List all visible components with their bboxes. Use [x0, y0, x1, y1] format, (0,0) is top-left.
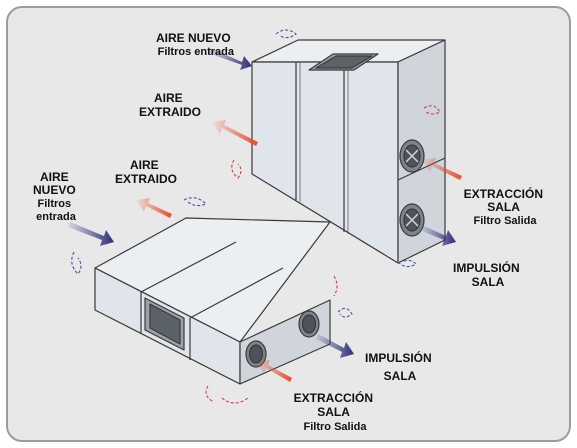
bottom-room-supply-label: IMPULSIÓN SALA — [365, 350, 435, 383]
bottom-supply-arrow — [316, 334, 354, 358]
top-extraction-arrow — [422, 158, 462, 180]
top-fresh-air-label: AIRE NUEVO Filtros entrada — [156, 31, 235, 58]
bottom-unit-supply-fan — [298, 310, 320, 338]
swirl-bottom-red-bottom-icon — [221, 397, 249, 404]
bottom-unit-extraction-fan — [245, 340, 267, 368]
top-exhaust-arrow — [212, 120, 258, 146]
swirl-top-right-red-icon — [423, 105, 441, 115]
top-room-supply-label: IMPULSIÓN SALA — [453, 260, 523, 289]
swirl-top-left-red-icon — [231, 159, 242, 179]
top-exhaust-label: AIRE EXTRAIDO — [139, 91, 201, 119]
bottom-exhaust-label: AIRE EXTRAIDO — [115, 158, 177, 186]
top-air-handling-unit — [251, 39, 446, 264]
top-supply-arrow — [422, 226, 456, 246]
bottom-exhaust-arrow — [136, 198, 172, 218]
swirl-bottom-left-blue-icon — [71, 251, 82, 275]
top-room-extraction-label: EXTRACCIÓN SALA Filtro Salida — [464, 186, 547, 227]
bottom-fresh-air-label: AIRE NUEVO Filtros entrada — [33, 170, 79, 223]
bottom-fresh-air-arrow — [68, 222, 114, 246]
top-unit-extraction-fan — [399, 139, 425, 173]
swirl-top-blue-icon — [275, 29, 297, 39]
swirl-bottom-red-top-icon — [333, 275, 338, 297]
top-fresh-air-arrow — [208, 48, 252, 70]
swirl-bottom-red-left-icon — [205, 385, 215, 403]
swirl-bottom-right-blue-icon — [337, 307, 353, 318]
swirl-top-bottom-blue-icon — [397, 259, 417, 268]
bottom-air-handling-unit — [94, 217, 331, 385]
swirl-bottom-blue-top-icon — [183, 197, 207, 207]
bottom-room-extraction-label: EXTRACCIÓN SALA Filtro Salida — [294, 390, 377, 433]
top-unit-supply-fan — [399, 203, 425, 237]
bottom-extraction-arrow — [256, 360, 292, 382]
